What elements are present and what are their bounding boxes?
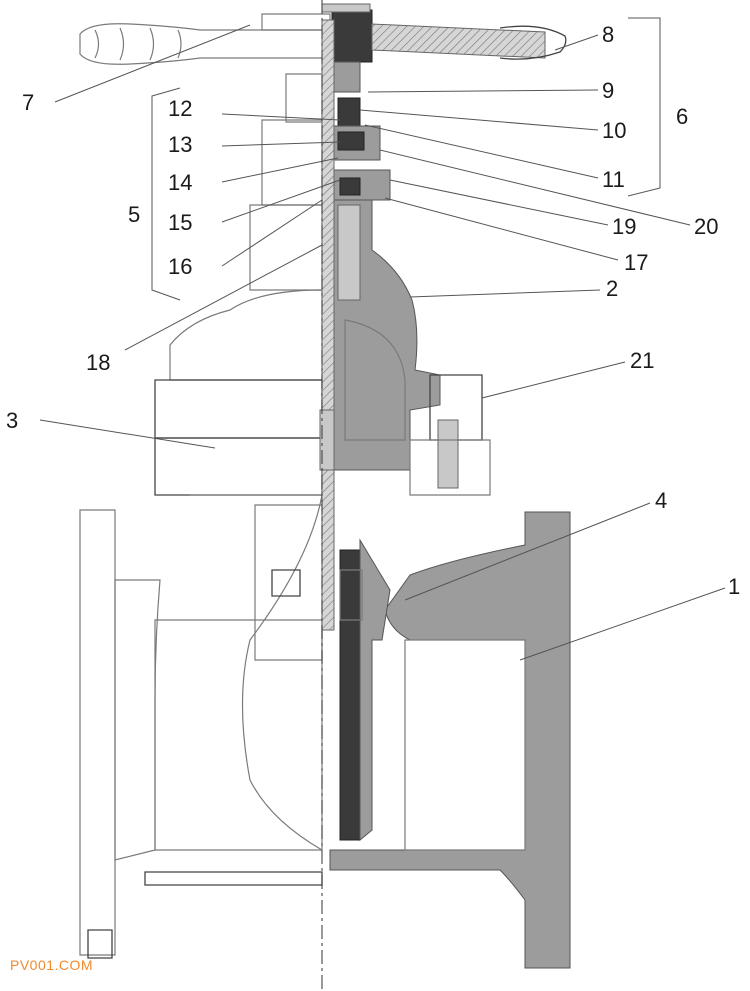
watermark-text: PV001.COM <box>10 957 94 973</box>
callout-15: 15 <box>168 210 192 235</box>
stem-coupling <box>319 409 335 471</box>
callout-19: 19 <box>612 214 636 239</box>
callout-12: 12 <box>168 96 192 121</box>
callout-6: 6 <box>676 104 688 129</box>
bonnet-outline-left <box>154 289 323 851</box>
callout-7: 7 <box>22 90 34 115</box>
callout-2: 2 <box>606 276 618 301</box>
callout-17: 17 <box>624 250 648 275</box>
callout-labels: 1 2 3 4 5 6 7 8 9 10 11 12 13 14 15 16 1… <box>6 22 740 599</box>
handwheel <box>79 3 567 65</box>
valve-body <box>79 509 571 969</box>
callout-18: 18 <box>86 350 110 375</box>
callout-8: 8 <box>602 22 614 47</box>
callout-21: 21 <box>630 348 654 373</box>
callout-14: 14 <box>168 170 192 195</box>
callout-4: 4 <box>655 488 667 513</box>
leader-lines <box>39 17 726 661</box>
callout-5: 5 <box>128 202 140 227</box>
callout-20: 20 <box>694 214 718 239</box>
callout-9: 9 <box>602 78 614 103</box>
callout-11: 11 <box>602 167 625 192</box>
valve-stem <box>321 19 335 631</box>
callout-1: 1 <box>728 574 740 599</box>
callout-3: 3 <box>6 408 18 433</box>
callout-13: 13 <box>168 132 192 157</box>
callout-16: 16 <box>168 254 192 279</box>
bonnet-section <box>329 199 491 496</box>
callout-10: 10 <box>602 118 626 143</box>
